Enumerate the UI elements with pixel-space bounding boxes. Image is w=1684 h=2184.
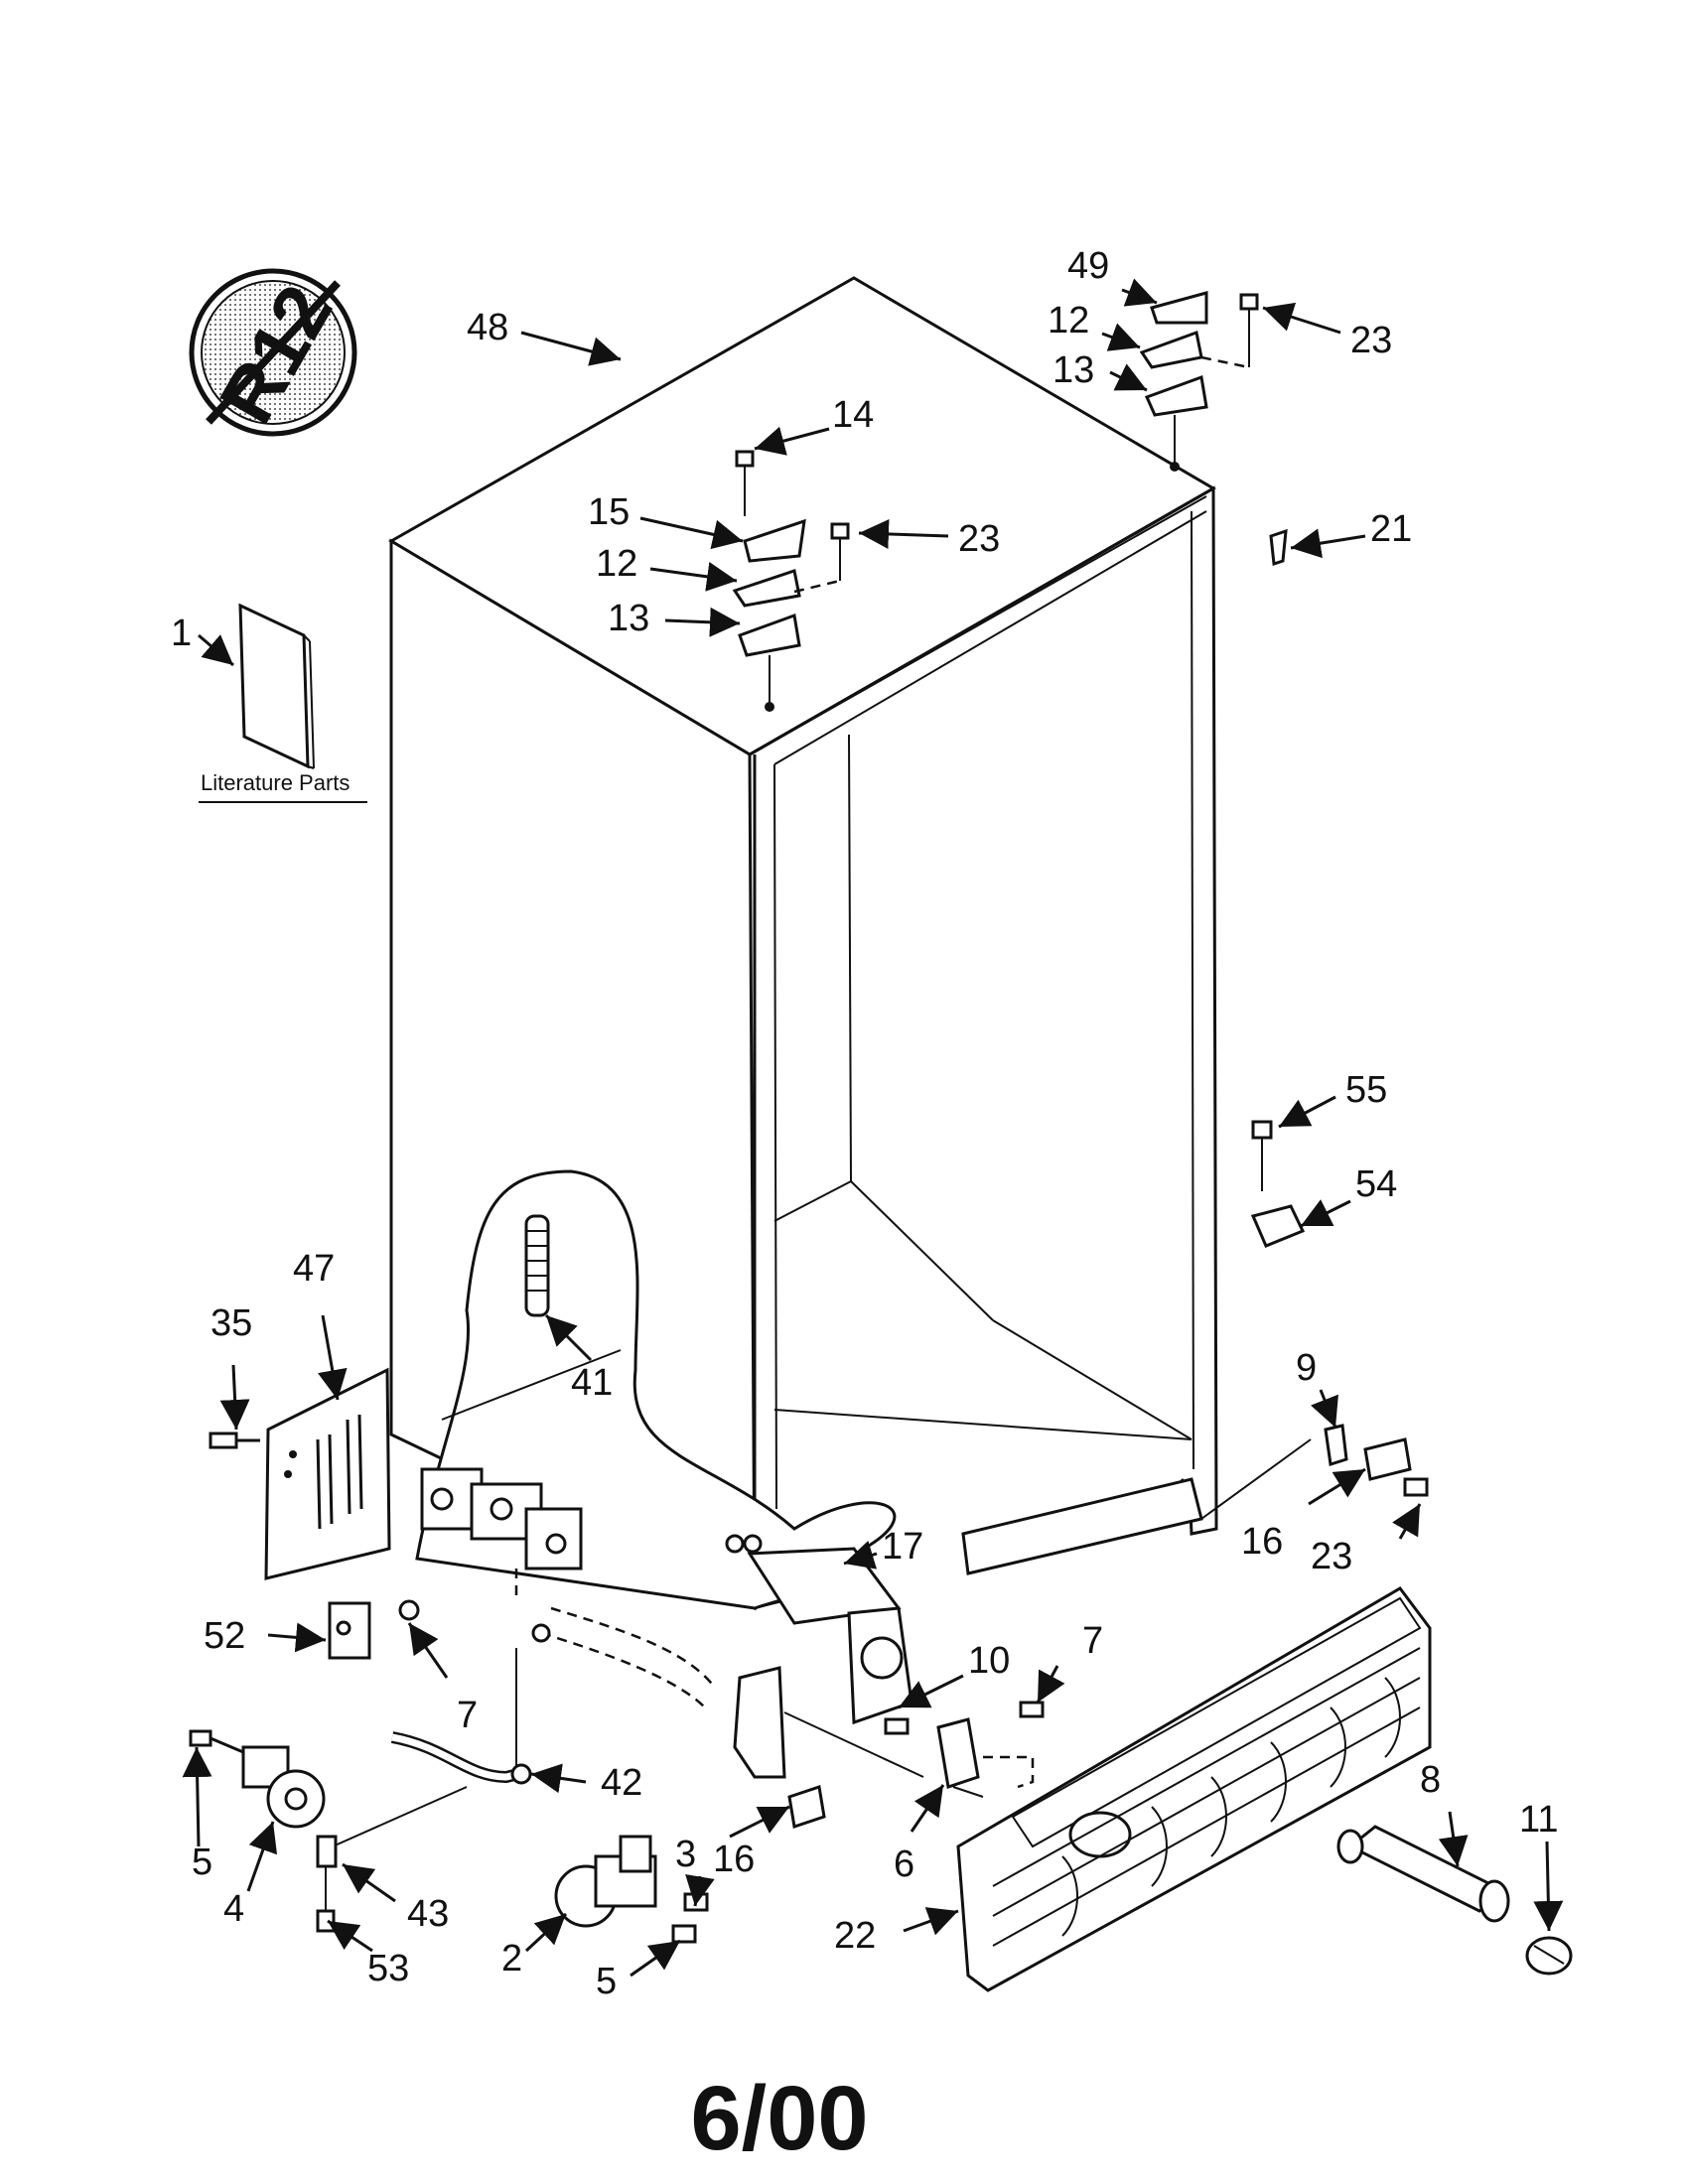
part-21: [1269, 528, 1288, 567]
callout-23-lower-right: 23: [1311, 1536, 1352, 1577]
callout-43: 43: [407, 1893, 449, 1935]
grille-22: [956, 1586, 1432, 1992]
callout-12-center: 12: [596, 543, 637, 585]
callout-22: 22: [834, 1915, 876, 1957]
callout-41: 41: [571, 1362, 613, 1404]
callout-11: 11: [1519, 1799, 1558, 1841]
callout-14: 14: [832, 394, 874, 436]
callout-labels: 1 2 3 4 5 5 6 7 7 8 9 10 11 12 12 13 13 …: [171, 245, 1558, 2002]
callout-1: 1: [171, 613, 192, 654]
callout-6: 6: [894, 1843, 914, 1885]
callout-16-lower: 16: [713, 1839, 755, 1880]
literature-label: Literature Parts: [201, 770, 350, 795]
callout-13-center: 13: [608, 598, 649, 639]
screw-35: [209, 1432, 260, 1449]
date-code: 6/00: [690, 2068, 868, 2169]
roller-4: [189, 1729, 338, 1933]
callout-10: 10: [968, 1640, 1010, 1682]
screw-7-right: [1019, 1701, 1045, 1718]
callout-5-left: 5: [192, 1842, 212, 1883]
valve-assembly: [420, 1467, 716, 1708]
callout-17: 17: [882, 1526, 923, 1568]
callout-15: 15: [588, 491, 630, 533]
filter-cap: [1525, 1936, 1573, 1976]
callout-2: 2: [501, 1938, 522, 1979]
callout-48: 48: [467, 307, 508, 348]
callout-35: 35: [210, 1302, 252, 1344]
callout-7-left: 7: [457, 1695, 478, 1736]
bracket-6: [936, 1717, 1035, 1798]
callout-3: 3: [675, 1834, 696, 1875]
callout-16-right: 16: [1241, 1521, 1283, 1563]
bracket-16-right: [1363, 1437, 1429, 1497]
callout-4: 4: [223, 1888, 244, 1930]
callout-55: 55: [1345, 1069, 1387, 1111]
callout-7-right: 7: [1082, 1620, 1103, 1662]
callout-13-right: 13: [1052, 349, 1094, 391]
spring-part: [524, 1214, 550, 1317]
callout-23-center: 23: [958, 518, 1000, 560]
callout-54: 54: [1355, 1163, 1397, 1205]
no-r12-icon: R12: [189, 268, 357, 437]
callout-42: 42: [601, 1762, 642, 1804]
leader-lines: [182, 278, 1564, 1978]
hinge-right: [1139, 291, 1259, 472]
callout-23-top-right: 23: [1350, 320, 1392, 361]
bracket-9: [1324, 1424, 1348, 1466]
callout-53: 53: [367, 1948, 409, 1989]
bracket-52: [328, 1599, 420, 1660]
callout-47: 47: [293, 1248, 335, 1290]
hinge-center: [732, 450, 850, 712]
access-panel: [264, 1367, 391, 1580]
screw-55: [1251, 1120, 1273, 1191]
callout-21: 21: [1370, 508, 1412, 550]
literature-booklet: Literature Parts: [199, 603, 367, 803]
callout-52: 52: [204, 1615, 245, 1657]
base-front-trim: [733, 1666, 924, 1779]
drain-tube: [332, 1648, 532, 1847]
callout-5-right: 5: [596, 1961, 617, 2002]
callout-8: 8: [1420, 1759, 1441, 1801]
callout-9: 9: [1296, 1347, 1317, 1389]
duct-17: [725, 1534, 913, 1735]
water-filter: [1336, 1825, 1510, 1923]
callout-12-right: 12: [1048, 300, 1089, 341]
bracket-16-lower: [787, 1785, 826, 1829]
bracket-54: [1250, 1204, 1306, 1248]
callout-49: 49: [1067, 245, 1109, 287]
